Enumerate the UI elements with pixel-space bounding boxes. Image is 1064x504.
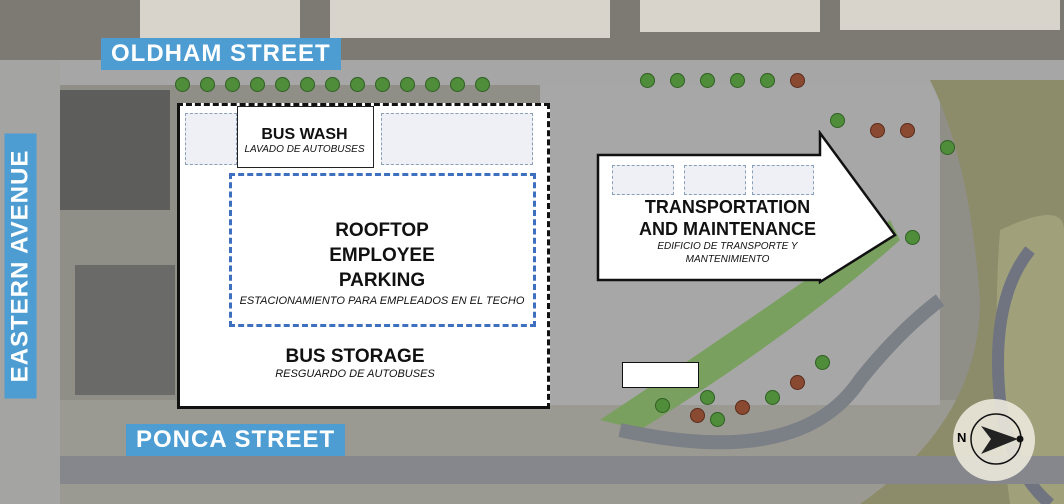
transportation-line-2: AND MAINTENANCE <box>639 219 816 239</box>
oldham-street-label: OLDHAM STREET <box>101 38 341 70</box>
bus-storage-label: BUS STORAGE RESGUARDO DE AUTOBUSES <box>230 346 480 380</box>
rooftop-parking-area[interactable] <box>229 173 536 327</box>
auxiliary-building <box>622 362 699 388</box>
eastern-avenue-label: EASTERN AVENUE <box>4 133 37 399</box>
bay-1 <box>612 165 674 195</box>
rooftop-line-1: ROOFTOP <box>335 220 429 241</box>
rooftop-line-2: EMPLOYEE <box>329 245 435 266</box>
bay-2 <box>684 165 746 195</box>
transportation-subtitle-1: EDIFICIO DE TRANSPORTE Y <box>657 241 798 252</box>
transportation-subtitle-2: MANTENIMIENTO <box>685 254 770 265</box>
compass: N <box>953 399 1035 481</box>
transportation-label: TRANSPORTATION AND MAINTENANCE EDIFICIO … <box>610 196 845 266</box>
bay-3 <box>752 165 814 195</box>
bus-storage-subtitle: RESGUARDO DE AUTOBUSES <box>275 368 435 380</box>
transportation-line-1: TRANSPORTATION <box>644 197 811 217</box>
bus-storage-title: BUS STORAGE <box>285 346 425 367</box>
ponca-street-label: PONCA STREET <box>126 424 346 456</box>
bus-wash-title: BUS WASH <box>261 126 348 143</box>
bus-wash-label: BUS WASH LAVADO DE AUTOBUSES <box>237 126 372 155</box>
bay-left <box>185 113 237 165</box>
compass-arrow-icon <box>970 413 1024 465</box>
rooftop-subtitle: ESTACIONAMIENTO PARA EMPLEADOS EN EL TEC… <box>239 295 525 307</box>
bus-wash-area[interactable] <box>237 106 374 168</box>
compass-north-label: N <box>957 430 967 445</box>
bay-right <box>381 113 533 165</box>
rooftop-parking-label: ROOFTOP EMPLOYEE PARKING ESTACIONAMIENTO… <box>232 218 532 309</box>
bus-wash-subtitle: LAVADO DE AUTOBUSES <box>244 144 365 155</box>
rooftop-line-3: PARKING <box>338 270 426 291</box>
